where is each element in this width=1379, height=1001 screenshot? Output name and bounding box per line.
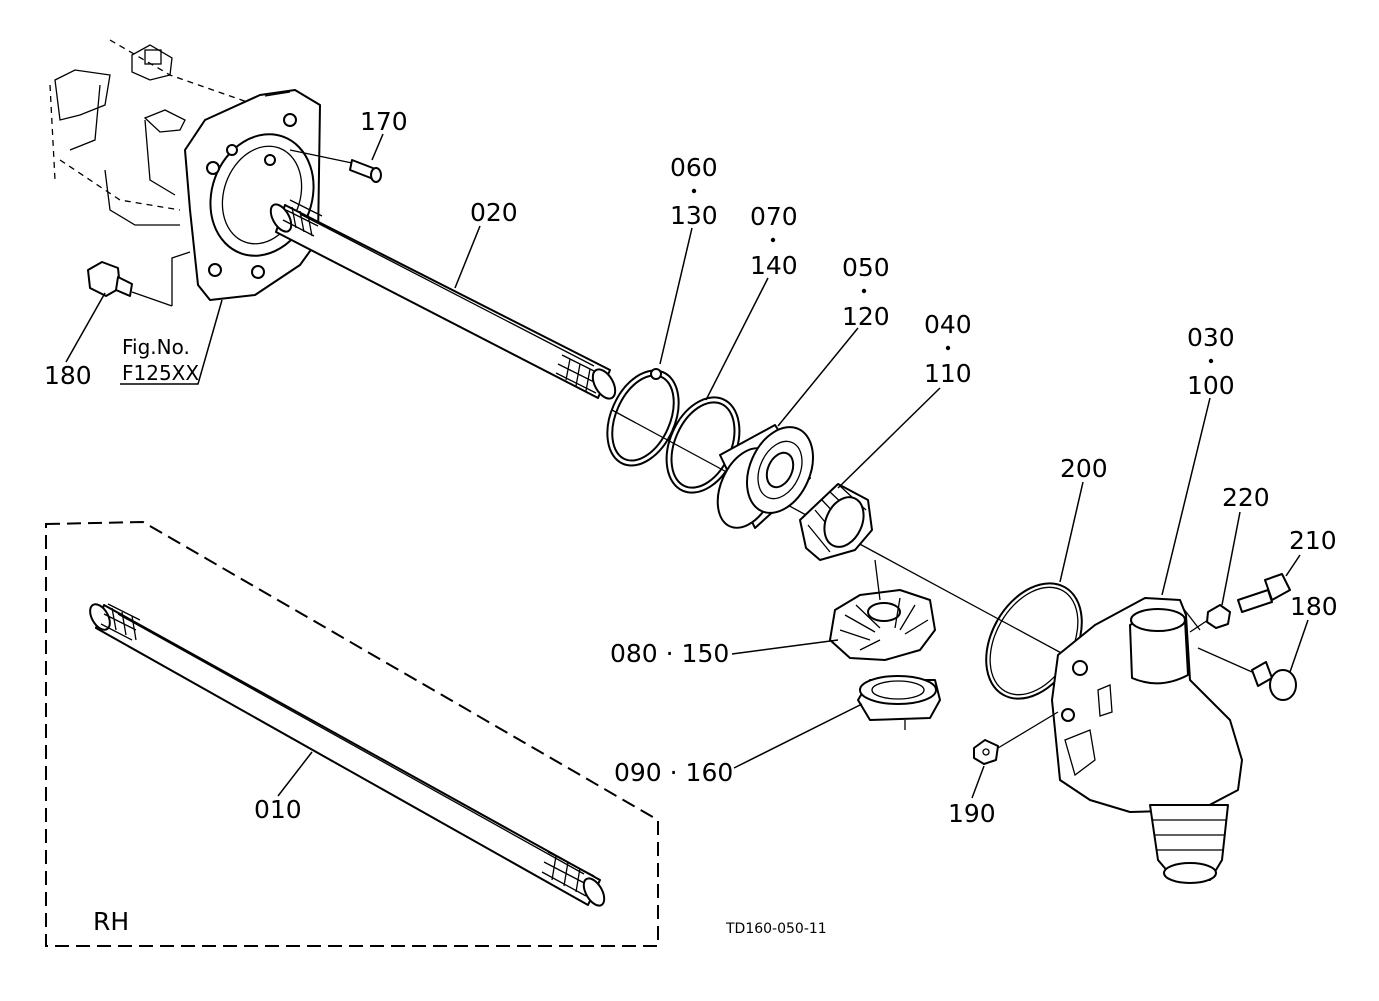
axle-case-icon <box>1051 597 1243 884</box>
plug-icon <box>1197 647 1297 701</box>
axle-shaft-icon <box>89 603 606 907</box>
drawing-id: TD160-050-11 <box>725 921 827 937</box>
bolt-icon <box>87 251 191 307</box>
axle-shaft-icon <box>269 199 617 400</box>
label-050: 050 <box>842 253 890 282</box>
label-200: 200 <box>1060 454 1108 483</box>
label-030: 030 <box>1187 323 1235 352</box>
label-170: 170 <box>360 107 408 136</box>
transmission-housing-icon <box>49 39 321 301</box>
pin-icon <box>289 149 382 183</box>
label-080-150: 080 · 150 <box>610 639 729 668</box>
plug-icon <box>973 711 1059 765</box>
label-130: 130 <box>670 201 718 230</box>
label-140: 140 <box>750 251 798 280</box>
bolt-icon <box>1189 573 1291 633</box>
separator-dot <box>1208 358 1214 364</box>
bevel-gear-icon <box>829 559 936 661</box>
figref-line2: F125XX <box>122 361 199 385</box>
label-100: 100 <box>1187 371 1235 400</box>
ball-bearing-icon <box>716 424 814 529</box>
rh-label: RH <box>93 907 129 936</box>
label-190: 190 <box>948 799 996 828</box>
ball-bearing-icon <box>857 675 941 730</box>
label-020: 020 <box>470 198 518 227</box>
separator-dot <box>861 288 867 294</box>
rh-variant-box <box>45 520 659 947</box>
separator-dot <box>770 237 776 243</box>
label-090-160: 090 · 160 <box>614 758 733 787</box>
label-180-left: 180 <box>44 361 92 390</box>
label-110: 110 <box>924 359 972 388</box>
label-180-right: 180 <box>1290 592 1338 621</box>
bevel-gear-icon <box>799 483 873 561</box>
label-060: 060 <box>670 153 718 182</box>
label-210: 210 <box>1289 526 1337 555</box>
separator-dot <box>691 188 697 194</box>
label-070: 070 <box>750 202 798 231</box>
figref-line1: Fig.No. <box>122 335 190 359</box>
label-120: 120 <box>842 302 890 331</box>
label-220: 220 <box>1222 483 1270 512</box>
separator-dot <box>945 345 951 351</box>
label-040: 040 <box>924 310 972 339</box>
label-010: 010 <box>254 795 302 824</box>
